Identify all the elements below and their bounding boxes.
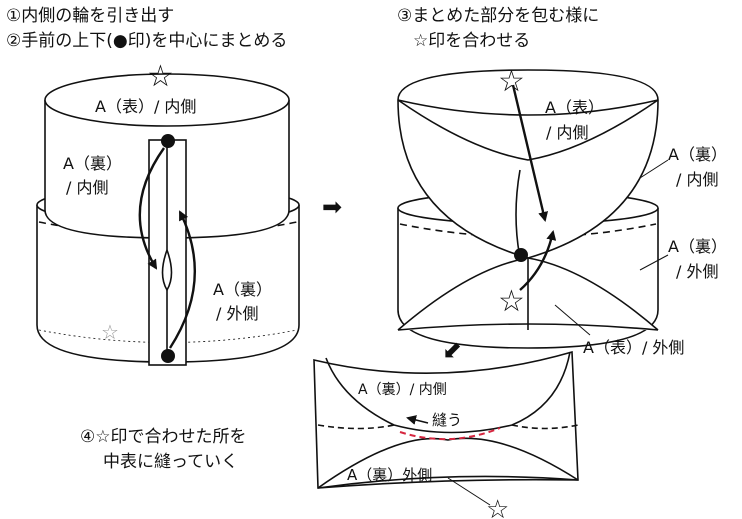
figure1-arrow-down (138, 147, 165, 270)
figure2-upper-wrap (397, 69, 659, 259)
step2-text: ②手前の上下(●印)を中心にまとめる (6, 31, 288, 51)
figure1-label-back-line2: / 内側 (66, 178, 109, 197)
figure1-bottom-star-icon: ☆ (101, 320, 119, 344)
figure3-label-outer: A（裏）外側 (347, 466, 433, 484)
figure3-arrow-left (406, 415, 429, 425)
figure1-label-outer-line2: / 外側 (216, 304, 259, 323)
figure3-star-icon: ☆ (486, 495, 509, 519)
step4-text-line2: 中表に縫っていく (103, 452, 239, 472)
figure1-arrow-up (168, 210, 196, 349)
figure3-sew-line (399, 427, 501, 441)
figure2-label-top-line1: A（表） (545, 98, 604, 117)
figure2-label-back-inner-line1: A（裏） (668, 145, 727, 164)
figure1-label-top: A（表）/ 内側 (95, 97, 197, 116)
figure2-label-back-inner-line2: / 内側 (676, 170, 719, 189)
arrow-right-icon: ➡ (322, 193, 342, 221)
figure1-top-star-icon: ☆ (147, 59, 174, 94)
figure2-fabric (397, 69, 659, 349)
figure2-top-star-icon: ☆ (498, 64, 525, 99)
figure1-label-back-line1: A（裏） (63, 154, 122, 173)
figure3-label-inner: A（裏）/ 内側 (358, 382, 447, 398)
figure2-bottom-star-icon: ☆ (498, 284, 525, 319)
figure1-fabric-tube (36, 73, 300, 366)
figure2-center-dot (514, 248, 528, 262)
figure1-bottom-dot (161, 349, 175, 363)
step3-text-line2: ☆印を合わせる (413, 31, 531, 51)
figure3-label-sew: 縫う (432, 411, 463, 429)
step3-text-line1: ③まとめた部分を包む様に (397, 6, 600, 26)
figure1-center-fold (148, 139, 187, 366)
figure3-fabric (313, 350, 579, 489)
arrow-down-left-icon: ⬋ (442, 336, 462, 364)
figure2-label-back-outer-line2: / 外側 (676, 262, 719, 281)
figure1-top-dot (161, 134, 175, 148)
figure2-arrow-down (511, 84, 549, 222)
figure2-lower-wrap (397, 257, 659, 331)
step4-text-line1: ④☆印で合わせた所を (80, 427, 247, 447)
figure2-arrow-up (519, 230, 557, 291)
figure2-label-back-outer-line1: A（裏） (668, 237, 727, 256)
figure2-label-bottom: A（表）/ 外側 (583, 338, 685, 357)
step1-text: ①内側の輪を引き出す (6, 6, 175, 26)
figure2-label-top-line2: / 内側 (546, 123, 589, 142)
figure1-label-outer-line1: A（裏） (213, 280, 272, 299)
